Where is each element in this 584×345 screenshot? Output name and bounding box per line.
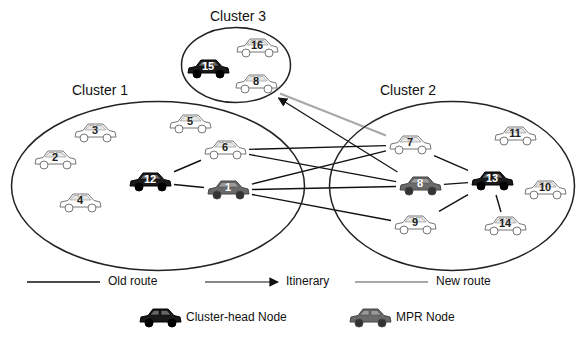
node-number: 4 <box>58 194 102 206</box>
legend-label: New route <box>436 274 491 288</box>
node-number: 1 <box>206 181 250 193</box>
car-icon <box>138 306 182 330</box>
route-line <box>249 146 386 150</box>
legend-sample <box>138 306 182 330</box>
vehicle-node: 9 <box>393 213 437 237</box>
node-number: 13 <box>470 172 514 184</box>
vehicle-node: 5 <box>168 112 212 136</box>
route-line <box>279 98 398 172</box>
legend-sample <box>27 281 100 283</box>
route-line <box>444 183 468 185</box>
legend-label: Itinerary <box>286 274 329 288</box>
cluster-label: Cluster 2 <box>380 82 436 98</box>
vehicle-node: 14 <box>483 214 527 238</box>
vehicle-node: 13 <box>470 169 514 193</box>
legend-label: MPR Node <box>396 310 455 324</box>
legend-sample <box>348 306 392 330</box>
node-number: 8 <box>234 75 278 87</box>
vehicle-node: 8 <box>398 174 442 198</box>
vehicle-node: 8 <box>234 72 278 96</box>
vehicle-node: 12 <box>128 170 172 194</box>
cluster-region: Cluster 1 3 5 2 6 12 4 1 <box>10 82 306 272</box>
node-number: 10 <box>523 181 567 193</box>
route-line <box>174 184 204 187</box>
vehicle-node: 6 <box>203 138 247 162</box>
legend-sample <box>205 281 278 282</box>
vehicle-node: 16 <box>235 36 279 60</box>
node-number: 15 <box>186 60 230 72</box>
node-number: 14 <box>483 217 527 229</box>
vehicle-node: 15 <box>186 57 230 81</box>
route-line <box>434 156 468 171</box>
node-number: 9 <box>393 216 437 228</box>
route-line <box>252 187 396 190</box>
route-line <box>280 94 386 136</box>
cluster-label: Cluster 1 <box>72 82 128 98</box>
vehicle-node: 3 <box>73 121 117 145</box>
route-line <box>439 195 468 212</box>
cluster-label: Cluster 3 <box>210 8 266 24</box>
node-number: 11 <box>493 127 537 139</box>
cluster-region: Cluster 3 16 15 8 <box>180 8 292 104</box>
node-number: 8 <box>398 177 442 189</box>
vehicle-node: 2 <box>33 148 77 172</box>
node-number: 12 <box>128 173 172 185</box>
car-icon <box>348 306 392 330</box>
node-number: 2 <box>33 151 77 163</box>
route-line <box>496 195 501 212</box>
cluster-region: Cluster 2 7 11 8 13 10 9 14 <box>328 82 576 272</box>
route-line <box>249 154 396 181</box>
node-number: 3 <box>73 124 117 136</box>
vehicle-node: 1 <box>206 178 250 202</box>
legend-label: Cluster-head Node <box>186 310 287 324</box>
legend-sample <box>355 281 428 283</box>
route-line <box>252 151 386 184</box>
vehicle-node: 7 <box>388 133 432 157</box>
route-line <box>252 194 391 220</box>
node-number: 16 <box>235 39 279 51</box>
legend-label: Old route <box>108 274 157 288</box>
route-line <box>174 160 201 172</box>
node-number: 5 <box>168 115 212 127</box>
vehicle-node: 4 <box>58 191 102 215</box>
node-number: 7 <box>388 136 432 148</box>
vehicle-node: 11 <box>493 124 537 148</box>
node-number: 6 <box>203 141 247 153</box>
vehicle-node: 10 <box>523 178 567 202</box>
